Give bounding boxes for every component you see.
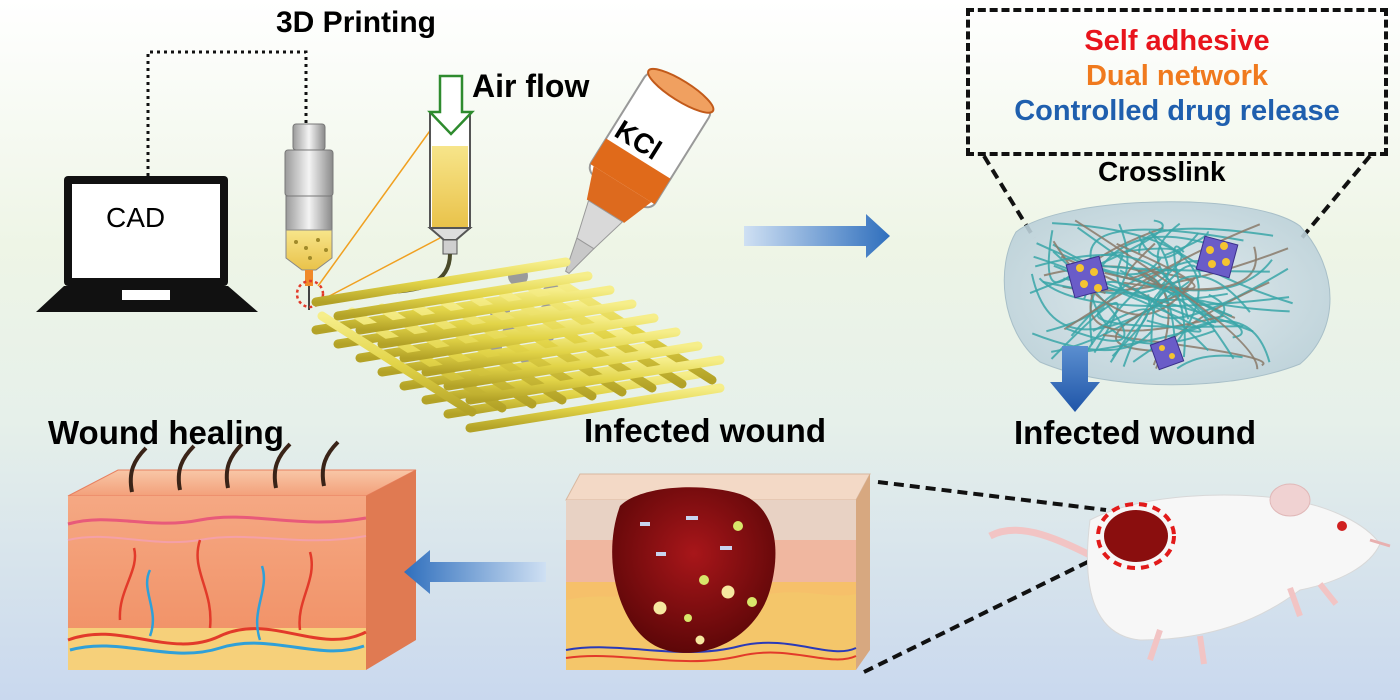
zoom-connector (863, 550, 1109, 674)
feature-controlled-release: Controlled drug release (1014, 95, 1340, 127)
network-fiber (1034, 254, 1186, 358)
network-fiber (1063, 223, 1261, 331)
scaffold-fiber (465, 383, 725, 433)
zoom-connector (1298, 154, 1372, 242)
scaffold-fiber (317, 311, 477, 417)
feature-dual-network: Dual network (1085, 60, 1269, 92)
network-fiber (1114, 289, 1190, 352)
feature-self-adhesive: Self adhesive (1084, 25, 1270, 57)
network-fiber (1053, 264, 1202, 333)
scaffold-fiber (377, 327, 637, 377)
network-fiber (1050, 301, 1119, 360)
scaffold-fiber (355, 313, 615, 363)
scaffold-fiber (465, 355, 725, 405)
infected-wound-block (565, 473, 871, 670)
drug-particle-icon (1149, 335, 1185, 371)
wound-healing-label: Wound healing (48, 414, 284, 451)
network-fiber (1164, 230, 1209, 257)
printing-label: 3D Printing (276, 6, 437, 39)
network-fiber (1038, 277, 1290, 308)
scaffold-fiber (311, 257, 571, 307)
network-fiber (1173, 245, 1190, 320)
zoom-connector (877, 480, 1107, 512)
scaffold-fiber (377, 299, 637, 349)
zoom-line (317, 237, 441, 303)
network-fiber (1122, 275, 1251, 367)
scaffold-fiber (443, 341, 703, 391)
network-fiber (1076, 226, 1217, 324)
network-fiber (1125, 242, 1161, 280)
network-fiber (1052, 243, 1162, 276)
network-fiber (1074, 219, 1259, 370)
scaffold-fiber (421, 327, 681, 377)
feature-box: Self adhesive Dual network Controlled dr… (966, 8, 1388, 156)
scaffold-fiber (421, 355, 681, 405)
printer-nozzle-icon (284, 123, 334, 310)
cad-printer-connection (146, 50, 308, 176)
drug-particle-icon (1065, 255, 1109, 299)
laptop-icon (36, 176, 258, 312)
network-fiber (1150, 288, 1235, 360)
drug-particle-icon (1195, 235, 1239, 279)
zoom-connector (982, 154, 1036, 240)
crosslink-label: Crosslink (1098, 156, 1226, 187)
network-fiber (1176, 354, 1243, 370)
right-arrow-icon (744, 214, 890, 258)
down-arrow-icon (1050, 346, 1100, 412)
scaffold-fiber (399, 313, 659, 363)
syringe-icon (391, 111, 473, 294)
air-flow-arrow-icon (427, 74, 475, 136)
network-fiber (1119, 269, 1290, 313)
kcl-bottle-icon (565, 67, 715, 274)
network-fiber (1138, 232, 1200, 259)
healed-skin-block (67, 440, 417, 670)
network-fiber (1062, 293, 1226, 356)
network-fiber (1031, 330, 1153, 352)
air-flow-label: Air flow (472, 68, 590, 104)
scaffold-fiber (311, 285, 571, 335)
network-fiber (1029, 219, 1164, 295)
scaffold-fiber (443, 369, 703, 419)
infected-wound-center-label: Infected wound (584, 412, 826, 449)
scaffold-fiber (333, 299, 593, 349)
network-fiber (1089, 280, 1210, 352)
network-fiber (1052, 222, 1200, 346)
cad-label: CAD (106, 202, 166, 233)
infected-wound-right-label: Infected wound (1014, 414, 1256, 451)
hair-icon (128, 440, 340, 493)
left-arrow-icon (404, 550, 546, 594)
rat-icon (988, 483, 1391, 665)
scaffold-fiber (399, 341, 659, 391)
scaffold-fiber (333, 271, 593, 321)
zoom-line (317, 127, 433, 287)
network-fiber (1092, 308, 1149, 357)
printed-scaffold (311, 257, 725, 433)
scaffold-fiber (355, 285, 615, 335)
hydrogel-network (1003, 201, 1331, 386)
network-fiber (1096, 306, 1244, 328)
